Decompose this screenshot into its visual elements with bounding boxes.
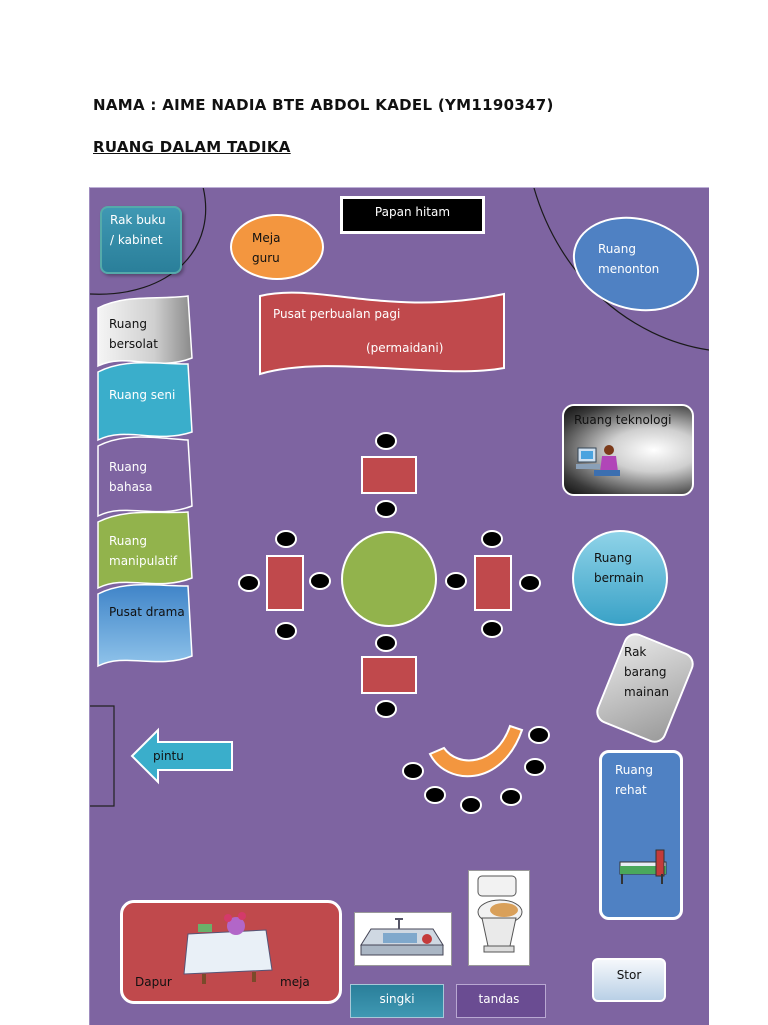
pintu-arrow	[130, 727, 233, 785]
tandas-label: tandas	[478, 992, 520, 1006]
desk-left	[266, 555, 304, 611]
chair	[500, 788, 522, 806]
ruang-manipulatif-label: Ruang manipulatif	[109, 534, 178, 568]
chair	[402, 762, 424, 780]
meja-guru	[230, 214, 324, 280]
floor-plan: Rak buku / kabinet Papan hitam Meja guru…	[89, 187, 709, 1025]
chair	[460, 796, 482, 814]
meja-label: meja	[280, 975, 310, 989]
chair	[481, 620, 503, 638]
ruang-menonton-label: Ruang menonton	[598, 242, 660, 276]
rak-barang-mainan-label: Rak barang mainan	[624, 645, 669, 699]
chair	[375, 634, 397, 652]
chair	[309, 572, 331, 590]
student-name: NAMA : AIME NADIA BTE ABDOL KADEL (YM119…	[93, 96, 554, 114]
ruang-rehat-label: Ruang rehat	[615, 763, 653, 797]
rak-buku-label: Rak buku / kabinet	[110, 213, 166, 247]
papan-hitam	[340, 196, 485, 234]
ruang-bahasa-label: Ruang bahasa	[109, 460, 153, 494]
singki-label: singki	[379, 992, 415, 1006]
stor	[592, 958, 666, 1002]
chair	[275, 530, 297, 548]
pusat-drama-label: Pusat drama	[109, 605, 185, 619]
chair	[528, 726, 550, 744]
chair	[445, 572, 467, 590]
chair	[375, 500, 397, 518]
dapur-label: Dapur	[135, 975, 172, 989]
desk-bottom	[361, 656, 417, 694]
chair	[238, 574, 260, 592]
left-learning-corners	[97, 295, 193, 668]
tandas-box	[456, 984, 546, 1018]
chair	[524, 758, 546, 776]
chair	[424, 786, 446, 804]
ruang-bersolat-label: Ruang bersolat	[109, 317, 158, 351]
meja-guru-label: Meja guru	[252, 231, 281, 265]
computer-user-icon	[576, 445, 620, 476]
ruang-seni-label: Ruang seni	[109, 388, 176, 402]
round-table	[341, 531, 437, 627]
ruang-teknologi-label: Ruang teknologi	[574, 413, 672, 427]
ruang-rehat	[599, 750, 683, 920]
bed-icon	[619, 849, 667, 884]
pusat-perbualan-label: Pusat perbualan pagi	[273, 307, 401, 321]
chair	[375, 432, 397, 450]
papan-hitam-label: Papan hitam	[374, 205, 451, 219]
page-title: RUANG DALAM TADIKA	[93, 138, 291, 156]
chair	[275, 622, 297, 640]
door-frame	[90, 705, 115, 807]
pintu-label: pintu	[153, 749, 184, 763]
chair	[519, 574, 541, 592]
ruang-bermain	[572, 530, 668, 626]
desk-top	[361, 456, 417, 494]
permaidani-label: (permaidani)	[366, 341, 444, 355]
toilet-icon	[477, 875, 523, 953]
ruang-bermain-label: Ruang bermain	[594, 551, 644, 585]
pusat-perbualan-banner	[259, 291, 505, 376]
chair	[481, 530, 503, 548]
desk-right	[474, 555, 512, 611]
dining-table-icon	[183, 912, 273, 984]
rak-buku-kabinet	[100, 206, 182, 274]
horseshoe-table	[428, 724, 524, 778]
sink-icon	[360, 918, 444, 956]
singki-box	[350, 984, 444, 1018]
chair	[375, 700, 397, 718]
stor-label: Stor	[616, 968, 642, 982]
